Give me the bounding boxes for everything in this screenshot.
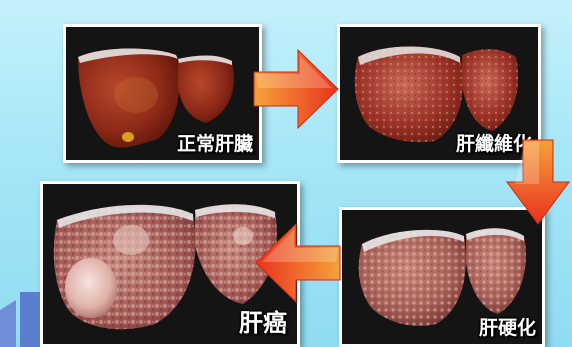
arrow-left-icon [254, 220, 342, 306]
arrow-right-icon [252, 46, 340, 132]
stage-label-cancer: 肝癌 [239, 303, 287, 338]
panel-cirrhosis: 肝硬化 [339, 207, 545, 347]
decorative-corner-shape [0, 292, 40, 347]
stage-label-cirrhosis: 肝硬化 [479, 313, 536, 340]
panel-normal-liver: 正常肝臟 [63, 24, 262, 163]
stage-label-normal: 正常肝臟 [177, 129, 253, 156]
arrow-down-icon [505, 138, 571, 226]
